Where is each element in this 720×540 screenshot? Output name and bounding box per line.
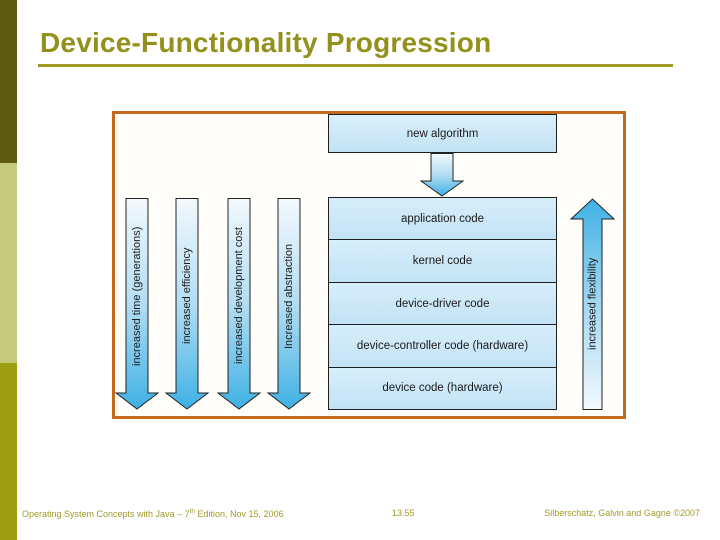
arrow-increased-flexibility: increased flexibility xyxy=(570,198,615,410)
arrow-label: Increased abstraction xyxy=(283,243,295,349)
arrow-label: increased efficiency xyxy=(181,247,193,345)
down-arrow-icon xyxy=(115,198,159,410)
stack-row-label: kernel code xyxy=(412,255,473,268)
down-arrow-small-icon xyxy=(420,153,464,197)
stack-row-label: device-driver code xyxy=(395,297,490,310)
arrow-label: increased time (generations) xyxy=(131,226,143,366)
footer-book-title: Operating System Concepts with Java – 7t… xyxy=(22,508,284,519)
arrow-label: increased flexibility xyxy=(586,257,599,351)
title-underline xyxy=(38,64,673,67)
accent-bar-bottom-segment xyxy=(0,363,17,540)
footer-page-number: 13.55 xyxy=(392,508,415,518)
slide-title: Device-Functionality Progression xyxy=(40,27,492,58)
footer-book-suffix: Edition, Nov 15, 2006 xyxy=(195,509,284,519)
stack-row-label: application code xyxy=(400,212,485,225)
arrow-increased-development-cost: increased development cost xyxy=(217,198,261,410)
footer-authors: Silberschatz, Galvin and Gagne ©2007 xyxy=(544,508,700,518)
new-algorithm-label: new algorithm xyxy=(406,127,479,140)
flow-arrow-down-icon xyxy=(420,153,464,197)
stack-row-device-code: device code (hardware) xyxy=(329,367,556,410)
stack-row-application-code: application code xyxy=(329,198,556,241)
up-arrow-icon xyxy=(570,198,615,410)
diagram-frame: new algorithm application xyxy=(112,111,626,419)
diagram-canvas: new algorithm application xyxy=(115,114,617,410)
arrow-increased-efficiency: increased efficiency xyxy=(165,198,209,410)
stack-row-label: device code (hardware) xyxy=(382,382,503,395)
down-arrow-icon xyxy=(165,198,209,410)
arrow-increased-abstraction: Increased abstraction xyxy=(267,198,311,410)
stack-row-kernel-code: kernel code xyxy=(329,240,556,283)
down-arrow-icon xyxy=(217,198,261,410)
arrow-label: increased development cost xyxy=(233,227,245,365)
accent-bar-top-segment xyxy=(0,0,17,163)
footer-edition-superscript: th xyxy=(189,508,196,515)
footer-book-text: Operating System Concepts with Java – 7 xyxy=(22,509,190,519)
stack-row-label: device-controller code (hardware) xyxy=(356,339,529,352)
stack-row-device-driver-code: device-driver code xyxy=(329,282,556,326)
stack-row-device-controller-code: device-controller code (hardware) xyxy=(329,325,556,368)
arrow-increased-time: increased time (generations) xyxy=(115,198,159,410)
new-algorithm-box: new algorithm xyxy=(328,114,557,153)
code-stack: application code kernel code device-driv… xyxy=(328,197,557,410)
accent-bar-middle-segment xyxy=(0,163,17,363)
down-arrow-icon xyxy=(267,198,311,410)
